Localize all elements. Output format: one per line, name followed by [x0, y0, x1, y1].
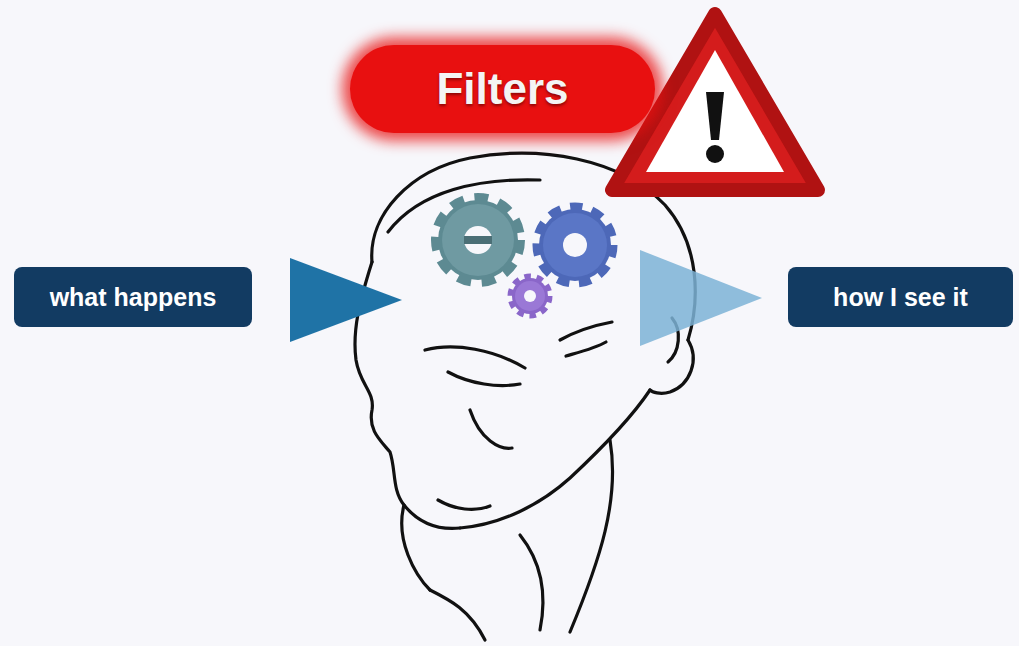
filter-pill: Filters [350, 45, 655, 133]
input-box: what happens [14, 267, 252, 327]
node-label: what happens [50, 283, 217, 312]
node-label: how I see it [833, 283, 968, 312]
output-box: how I see it [788, 267, 1013, 327]
node-label: Filters [436, 64, 568, 114]
